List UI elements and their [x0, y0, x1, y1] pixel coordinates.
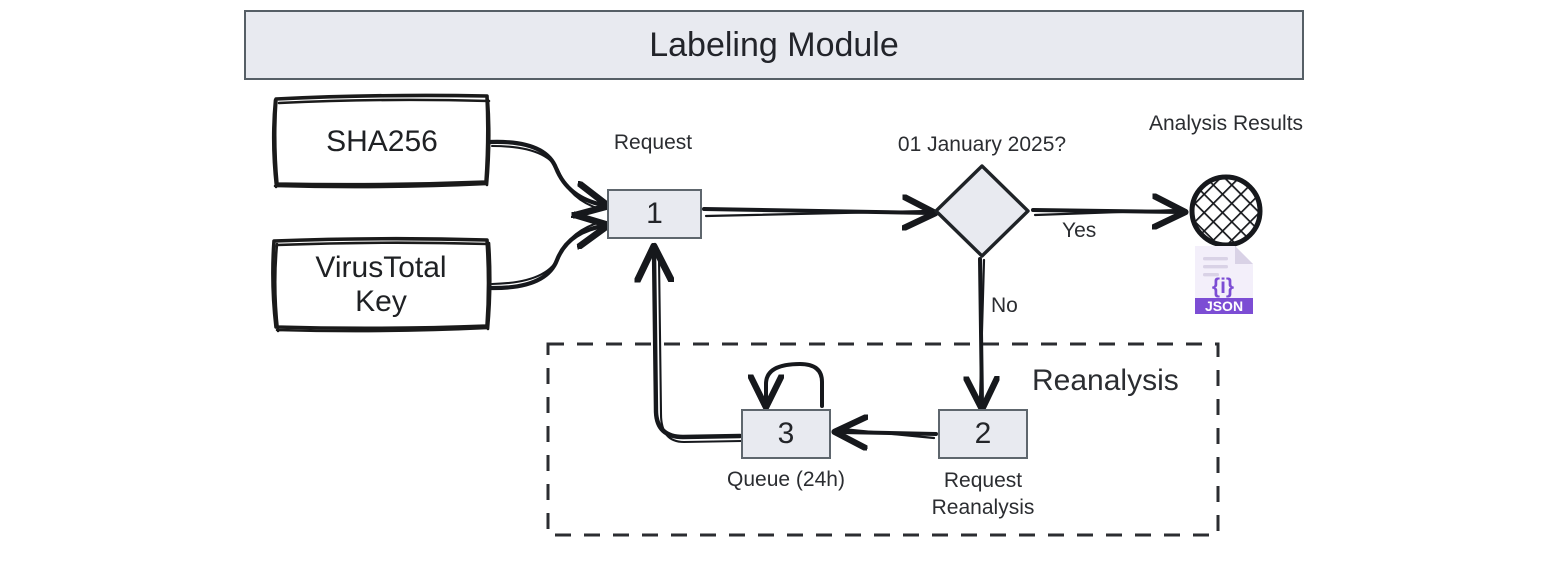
- decision-diamond-shape: [934, 164, 1030, 258]
- page-title: Labeling Module: [649, 25, 899, 64]
- edge-decision-yes-to-results: [1031, 210, 1180, 215]
- node-request-number: 1: [646, 197, 663, 231]
- node-caption-request-reanalysis-text: Request Reanalysis: [931, 469, 1035, 519]
- json-icon-brace-text: {i}: [1212, 275, 1234, 298]
- node-caption-queue-text: Queue (24h): [727, 468, 845, 491]
- edge-queue-self-loop: [766, 362, 824, 406]
- node-request-reanalysis[interactable]: 2: [938, 409, 1028, 459]
- input-label-sha256: SHA256: [326, 125, 438, 159]
- sha256-box-outline: [271, 93, 491, 189]
- edge-queue-to-request: [654, 252, 744, 444]
- node-caption-request: Request: [560, 131, 746, 155]
- node-caption-queue: Queue (24h): [700, 468, 872, 492]
- virustotal-key-box-outline: [271, 236, 492, 333]
- decision-label-text: 01 January 2025?: [897, 133, 1067, 156]
- node-queue-number: 3: [777, 417, 795, 451]
- hatched-circle-icon: [1189, 174, 1263, 248]
- node-request[interactable]: 1: [607, 189, 702, 239]
- input-box-sha256: SHA256: [278, 100, 486, 184]
- input-box-virustotal-key: VirusTotal Key: [276, 242, 486, 328]
- json-file-icon-glyph: {i} JSON: [1195, 246, 1253, 314]
- node-caption-request-text: Request: [613, 131, 693, 154]
- node-request-reanalysis-number: 2: [974, 417, 992, 451]
- edge-request-to-decision: [702, 209, 930, 216]
- edge-decision-no-to-request-reanalysis: [980, 257, 984, 404]
- edge-label-no-text: No: [991, 294, 1018, 317]
- edge-sha256-to-request: [487, 139, 603, 209]
- reanalysis-group-box: [546, 342, 1220, 537]
- edge-label-yes-text: Yes: [1062, 219, 1097, 242]
- decision-label: 01 January 2025?: [862, 133, 1102, 157]
- input-label-virustotal-key: VirusTotal Key: [315, 251, 447, 318]
- node-queue[interactable]: 3: [741, 409, 831, 459]
- edge-virustotal-to-request: [487, 222, 603, 291]
- module-title-bar: Labeling Module: [244, 10, 1304, 80]
- reanalysis-group-label-text: Reanalysis: [1032, 364, 1179, 397]
- output-label-text: Analysis Results: [1148, 112, 1304, 135]
- edge-request-reanalysis-to-queue: [840, 429, 938, 438]
- json-file-icon: {i} JSON: [1192, 243, 1256, 317]
- node-caption-request-reanalysis: Request Reanalysis: [903, 468, 1063, 522]
- json-icon-badge-text: JSON: [1205, 298, 1243, 314]
- edge-label-yes: Yes: [1062, 219, 1096, 243]
- edge-label-no: No: [991, 294, 1018, 318]
- output-label-analysis-results: Analysis Results: [1146, 111, 1306, 137]
- reanalysis-group-label: Reanalysis: [1032, 364, 1179, 398]
